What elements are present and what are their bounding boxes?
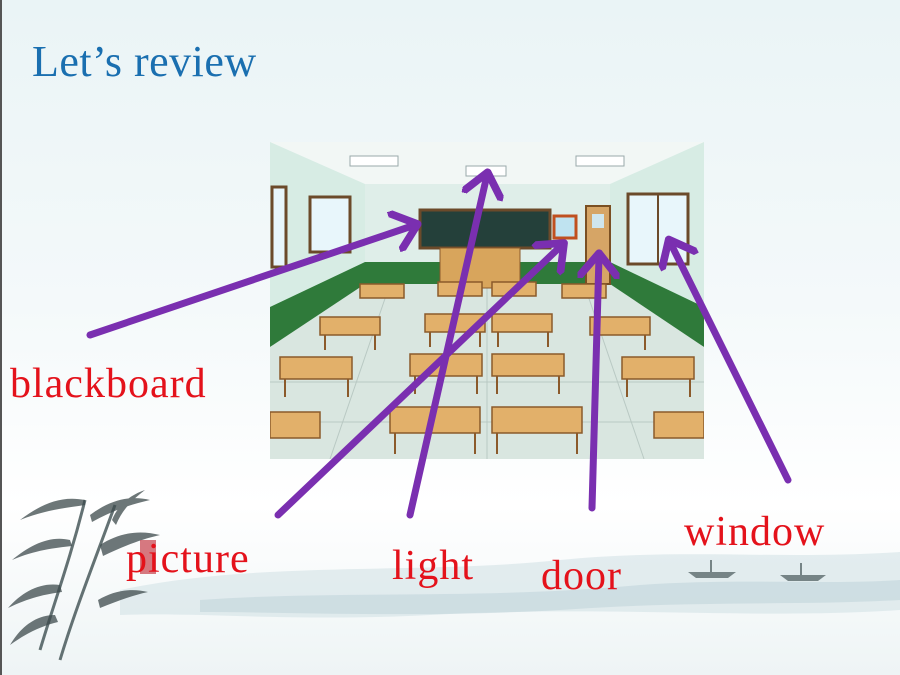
label-door: door: [541, 553, 622, 599]
label-light: light: [392, 543, 475, 589]
slide-left-border: [0, 0, 2, 675]
classroom-illustration: [270, 142, 704, 459]
slide-title: Let’s review: [32, 37, 257, 86]
label-window: window: [684, 509, 826, 555]
label-picture: picture: [126, 536, 250, 582]
label-blackboard: blackboard: [10, 361, 207, 407]
